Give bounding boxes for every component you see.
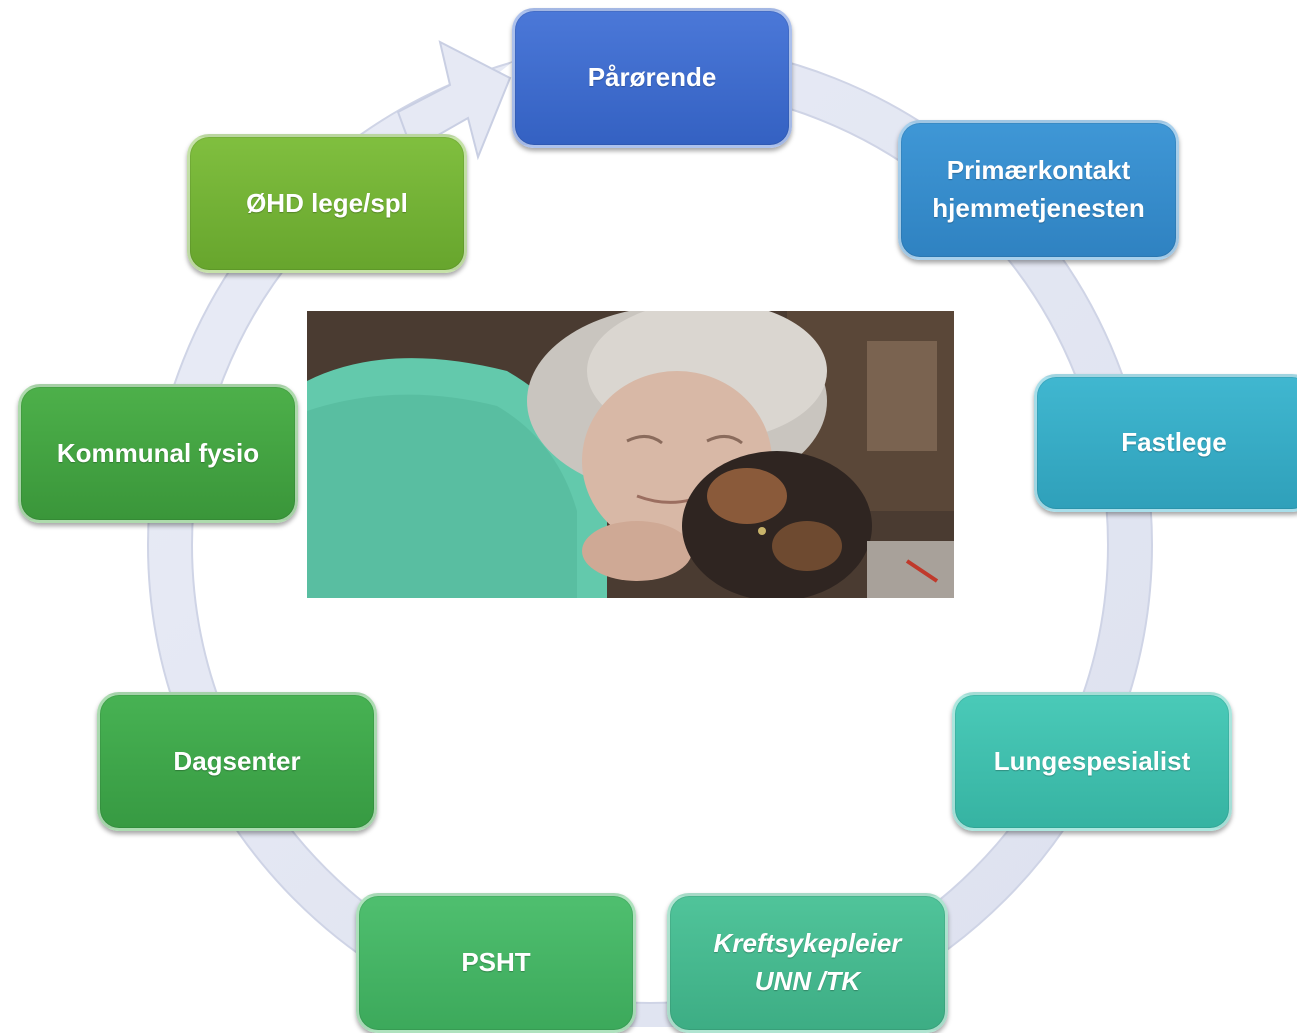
node-label: PSHT (461, 947, 531, 978)
photo-illustration (307, 311, 954, 598)
node-kommunal-fysio: Kommunal fysio (18, 384, 298, 523)
node-label: Kommunal fysio (56, 437, 260, 468)
node-ohd: ØHD lege/spl (187, 134, 467, 273)
node-dagsenter: Dagsenter (97, 692, 377, 831)
node-label: Primærkontakt hjemmetjenesten (932, 155, 1145, 223)
node-label: Fastlege (1121, 427, 1227, 458)
node-lungespesialist: Lungespesialist (952, 692, 1232, 831)
node-label: ØHD lege/spl (246, 187, 408, 218)
node-label: Kreftsykepleier UNN /TK (713, 928, 902, 996)
center-photo (307, 311, 954, 598)
node-parorende: Pårørende (512, 8, 792, 148)
node-label: Dagsenter (173, 745, 301, 776)
node-kreftsykepleier: Kreftsykepleier UNN /TK (667, 893, 948, 1033)
node-fastlege: Fastlege (1034, 374, 1297, 512)
node-label: Pårørende (587, 62, 717, 93)
node-psht: PSHT (356, 893, 636, 1033)
node-primaerkontakt: Primærkontakt hjemmetjenesten (898, 120, 1179, 260)
node-label: Lungespesialist (993, 745, 1191, 776)
